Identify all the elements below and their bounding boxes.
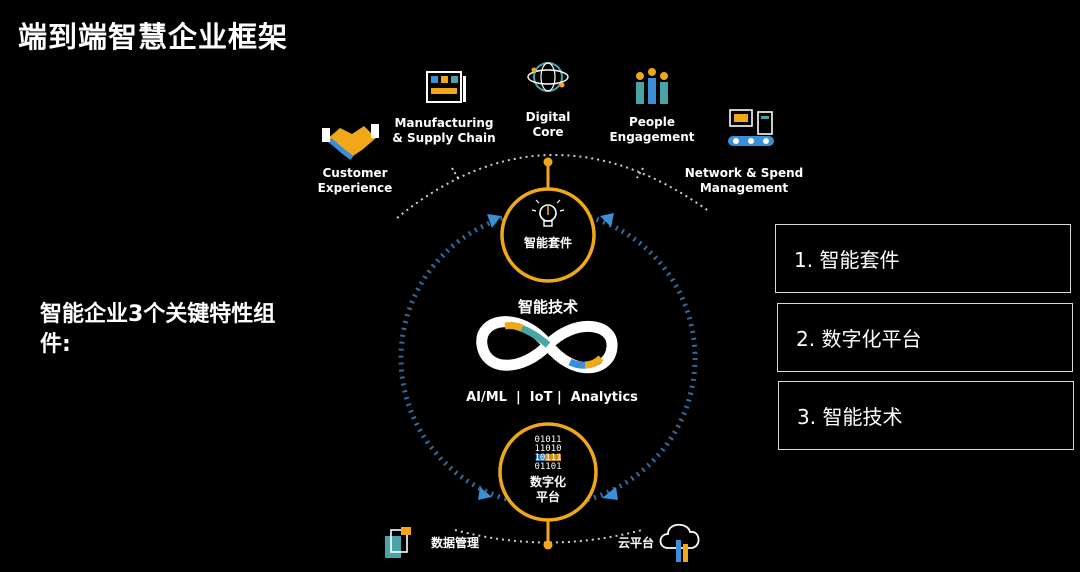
bottom-node-circle [498,422,598,522]
list-box-1-text: 1. 智能套件 [794,248,900,272]
top-arc-tick-1 [451,167,459,179]
conveyor-icon [728,109,774,146]
subtitle: 智能企业3个关键特性组件: [40,302,276,357]
tech-subtitle: AI/ML | IoT | Analytics [466,390,638,405]
binary-highlight [545,454,561,461]
label-digital-core: Digital Core [525,110,571,139]
globe-network-icon [527,62,569,92]
top-node-label: 智能套件 [523,236,573,250]
ring-arrow-top-left [487,214,501,228]
cloud-icon [659,523,700,562]
label-network-spend-management: Network & Spend Management [684,166,804,195]
binary-highlight-blue [536,454,545,461]
top-node-circle [500,187,596,283]
label-cloud-platform: 云平台 [617,536,655,550]
list-box-1: 1. 智能套件 [775,224,1071,293]
list-box-3-text: 3. 智能技术 [797,405,903,429]
tech-title: 智能技术 [517,298,579,316]
label-customer-experience: Customer Experience [317,166,393,195]
ring-arrow-bottom-right [602,487,618,500]
page-title: 端到端智慧企业框架 [18,20,289,54]
top-dotted-arc [396,154,711,219]
bottom-node-label: 数字化 平台 [529,475,567,504]
list-box-2-text: 2. 数字化平台 [796,327,922,351]
handshake-icon [322,124,379,160]
binary-digits: 01011 11010 10111 01101 [534,435,562,472]
list-box-3: 3. 智能技术 [778,381,1074,450]
ring-arrow-top-right [600,213,614,227]
label-people-engagement: People Engagement [609,115,695,144]
label-manufacturing-supply-chain: Manufacturing & Supply Chain [392,116,496,145]
factory-icon [426,71,466,103]
top-arc-tick-2 [636,167,644,179]
data-management-icon [385,527,411,558]
outer-dotted-ring [398,208,698,508]
bottom-connector-dot [543,540,553,550]
label-data-management: 数据管理 [430,536,480,550]
list-box-2: 2. 数字化平台 [777,303,1073,372]
lightbulb-icon [531,199,565,227]
people-icon [636,68,668,104]
infinity-icon [476,316,618,374]
top-connector-dot [543,157,553,167]
ring-arrow-bottom-left [478,487,492,500]
